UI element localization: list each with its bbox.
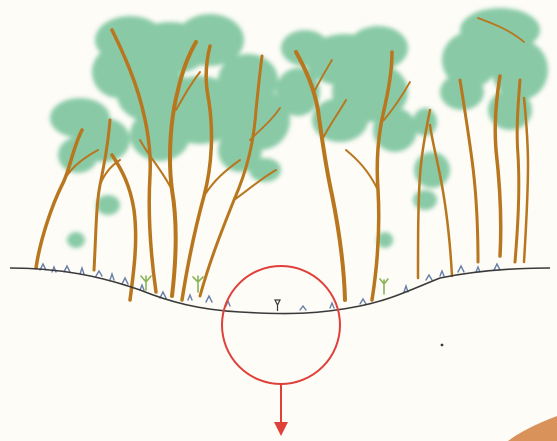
speck (441, 344, 444, 347)
